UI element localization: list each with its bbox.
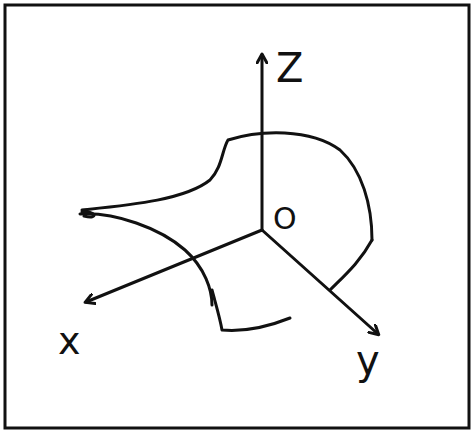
surface-right-edge — [330, 240, 372, 290]
surface-tip — [82, 212, 94, 217]
origin-label: O — [273, 204, 297, 234]
axis-label: y — [356, 340, 380, 380]
z-axis — [261, 55, 264, 230]
surface-top-edge — [82, 133, 372, 240]
surface-left-edge — [80, 214, 212, 305]
surface-front-edge — [212, 290, 290, 330]
axis-label: Z — [276, 48, 303, 88]
axis-label: x — [58, 322, 81, 360]
y-axis — [262, 230, 378, 334]
frame — [5, 5, 469, 428]
